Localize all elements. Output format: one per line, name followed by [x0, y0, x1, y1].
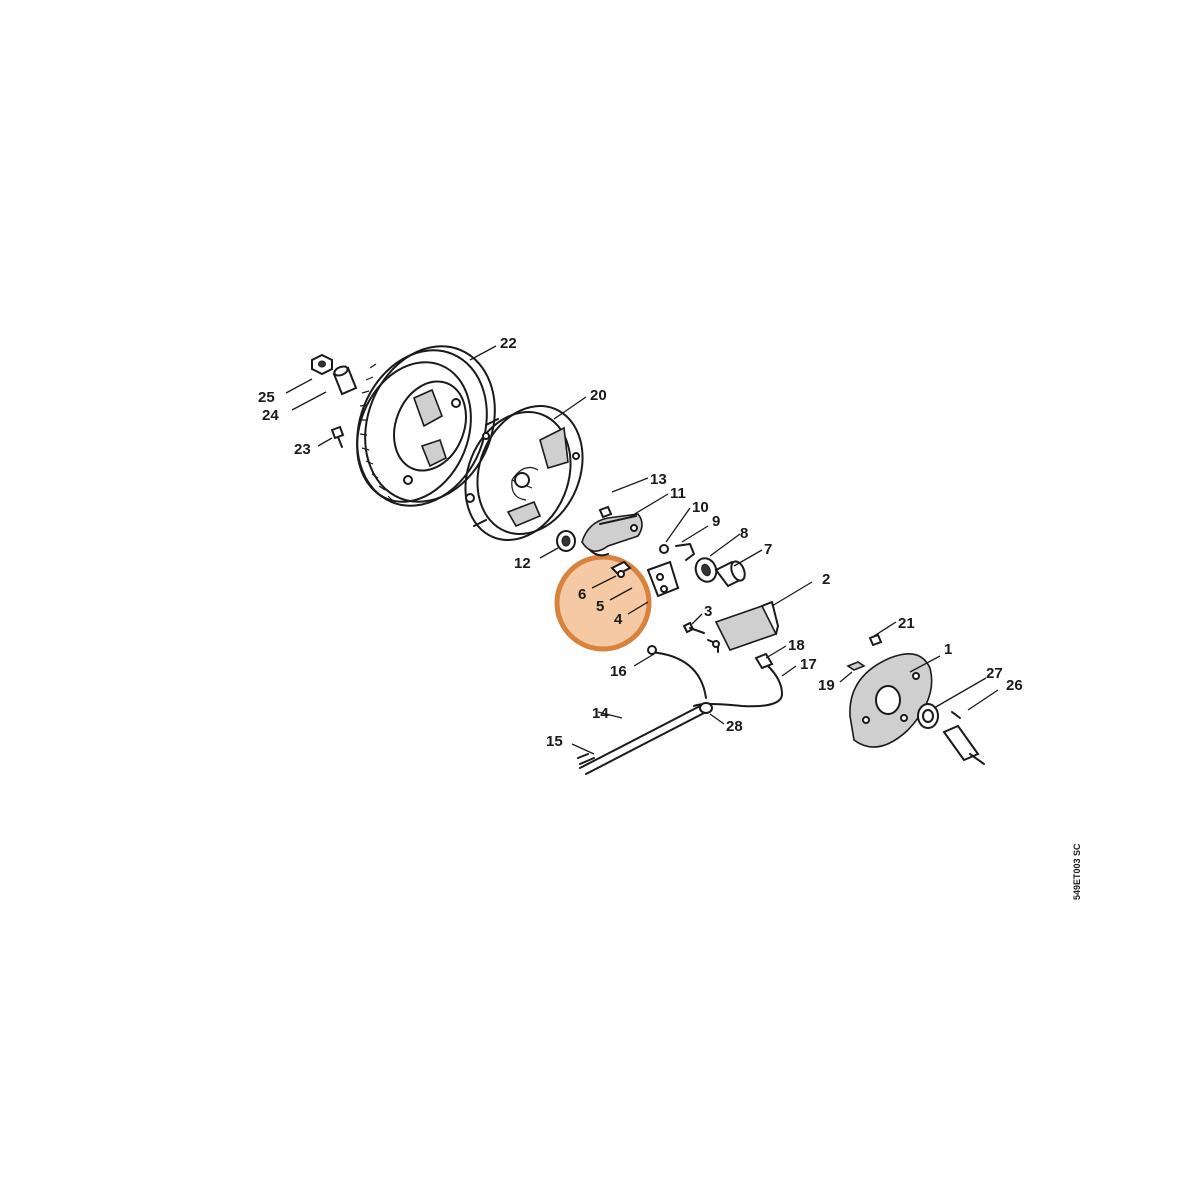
part-9-clip[interactable]: [675, 543, 695, 561]
label-part-6[interactable]: 6: [578, 586, 586, 603]
part-1-flange[interactable]: [849, 652, 933, 748]
label-part-28[interactable]: 28: [726, 718, 743, 735]
label-part-22[interactable]: 22: [500, 335, 517, 352]
label-part-20[interactable]: 20: [590, 387, 607, 404]
label-part-19[interactable]: 19: [818, 677, 835, 694]
part-2-ignition-module[interactable]: [707, 601, 779, 653]
label-part-24[interactable]: 24: [262, 407, 279, 424]
part-27-seal[interactable]: [917, 703, 939, 729]
label-part-13[interactable]: 13: [650, 471, 667, 488]
label-part-9[interactable]: 9: [712, 513, 720, 530]
label-part-3[interactable]: 3: [704, 603, 712, 620]
label-part-2[interactable]: 2: [822, 571, 830, 588]
label-part-8[interactable]: 8: [740, 525, 748, 542]
label-part-16[interactable]: 16: [610, 663, 627, 680]
part-11-coil[interactable]: [581, 513, 643, 557]
part-23-screw[interactable]: [330, 425, 345, 448]
part-7-sleeve[interactable]: [714, 559, 747, 588]
label-part-21[interactable]: 21: [898, 615, 915, 632]
crankshaft-end: [942, 724, 985, 765]
part-13-screw[interactable]: [598, 505, 613, 519]
label-part-5[interactable]: 5: [596, 598, 604, 615]
label-part-17[interactable]: 17: [800, 656, 817, 673]
label-part-11[interactable]: 11: [670, 485, 686, 502]
label-part-26[interactable]: 26: [1006, 677, 1023, 694]
label-part-14[interactable]: 14: [592, 705, 609, 722]
part-3-screw[interactable]: [682, 621, 705, 634]
part-labels: 22 25 24 23 20 13 11 10 9 8 7 12 6 5 4 2…: [258, 335, 1023, 750]
part-4-plate[interactable]: [646, 560, 680, 598]
part-12-collar[interactable]: [556, 530, 576, 552]
part-20-flywheel[interactable]: [447, 390, 601, 556]
label-part-25[interactable]: 25: [258, 389, 275, 406]
label-part-15[interactable]: 15: [546, 733, 563, 750]
leader-lines: [285, 345, 999, 755]
label-part-1[interactable]: 1: [944, 641, 952, 658]
part-24-spacer[interactable]: [332, 365, 358, 396]
label-part-12[interactable]: 12: [514, 555, 531, 572]
highlight-circle: [554, 554, 652, 652]
part-22-ring-gear[interactable]: [335, 327, 518, 526]
part-25-nut[interactable]: [311, 353, 333, 376]
wiring-harness[interactable]: [577, 645, 783, 775]
part-8-bush[interactable]: [692, 555, 720, 585]
label-part-4[interactable]: 4: [614, 611, 623, 628]
part-10-washer[interactable]: [659, 544, 669, 554]
part-4-5-6-assembly[interactable]: [610, 560, 632, 578]
label-part-7[interactable]: 7: [764, 541, 772, 558]
label-part-27[interactable]: 27: [986, 665, 1003, 682]
part-21-screw[interactable]: [868, 633, 883, 647]
label-part-23[interactable]: 23: [294, 441, 311, 458]
part-26-pin[interactable]: [951, 711, 961, 719]
part-19-key[interactable]: [846, 661, 866, 671]
label-part-10[interactable]: 10: [692, 499, 709, 516]
drawing-code: 549ET003 SC: [1072, 843, 1082, 900]
label-part-18[interactable]: 18: [788, 637, 805, 654]
